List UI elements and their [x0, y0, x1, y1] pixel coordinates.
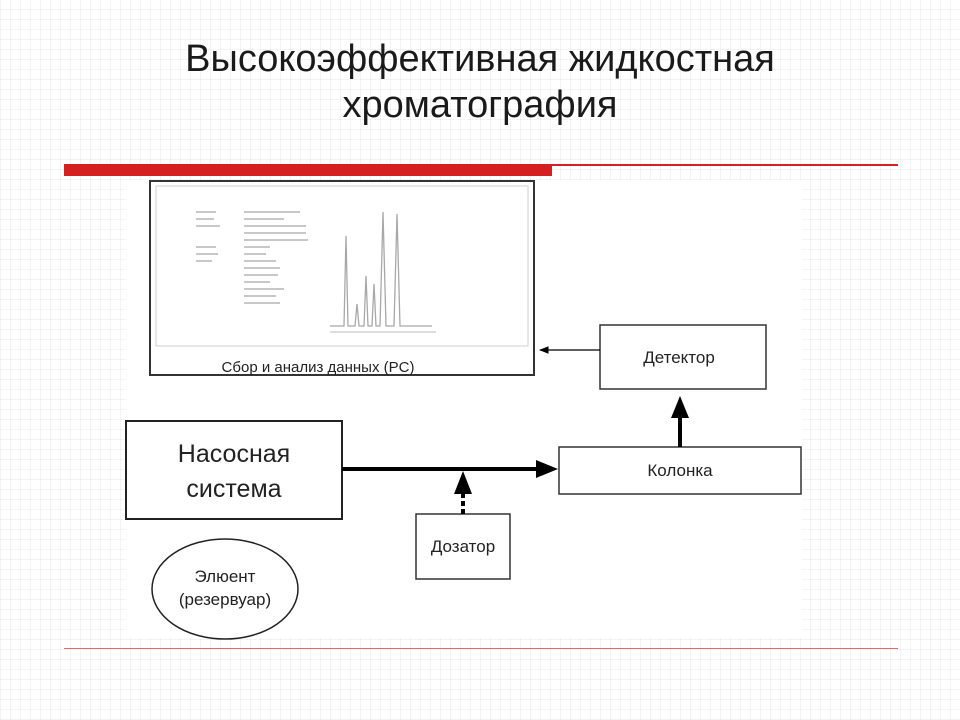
pump-to-column-arrowhead: [536, 460, 558, 478]
title-underline-thin: [552, 164, 898, 166]
pc-label: Сбор и анализ данных (PC): [222, 359, 415, 376]
pump-label-line1: Насосная: [178, 440, 290, 468]
detector-node: Детектор: [599, 324, 767, 390]
eluent-node: Элюент (резервуар): [151, 538, 299, 640]
eluent-label-line1: Элюент: [195, 567, 256, 586]
injector-arrowhead: [454, 471, 472, 494]
injector-node: Дозатор: [415, 513, 511, 580]
column-to-detector-arrowhead: [671, 396, 689, 418]
pump-label-line2: система: [186, 475, 281, 503]
slide-title: Высокоэффективная жидкостная хроматограф…: [80, 36, 880, 128]
pump-node: Насосная система: [125, 420, 343, 520]
eluent-label-line2: (резервуар): [179, 590, 271, 609]
title-underline-thick: [64, 164, 552, 176]
column-label: Колонка: [647, 461, 713, 480]
title-line-2: хроматография: [342, 84, 618, 126]
detector-label: Детектор: [643, 348, 715, 367]
pump-box: [125, 420, 343, 520]
eluent-ellipse: [151, 538, 299, 640]
injector-box: [415, 513, 511, 580]
chromatogram-trace: [330, 211, 432, 327]
pc-screen-inner: [155, 185, 529, 347]
pc-screen-node: Сбор и анализ данных (PC): [149, 180, 535, 376]
column-box: [558, 446, 802, 495]
detector-box: [599, 324, 767, 390]
footer-rule: [64, 648, 898, 649]
column-node: Колонка: [558, 446, 802, 495]
injector-label: Дозатор: [431, 537, 495, 556]
pc-report-text: [196, 211, 308, 304]
title-line-1: Высокоэффективная жидкостная: [185, 38, 775, 80]
